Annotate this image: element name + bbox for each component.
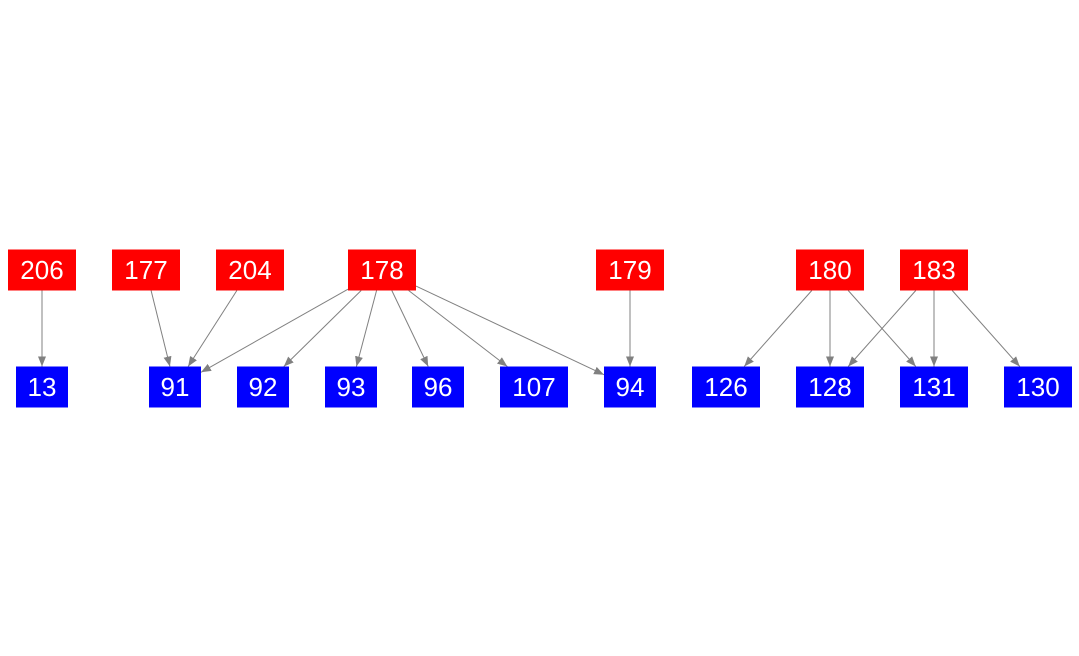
- node-206[interactable]: 206: [8, 249, 76, 291]
- node-label: 179: [608, 255, 651, 285]
- node-183[interactable]: 183: [900, 249, 968, 291]
- node-204[interactable]: 204: [216, 249, 284, 291]
- node-box: [325, 366, 377, 408]
- edges-layer: [38, 285, 1021, 376]
- node-label: 206: [20, 255, 63, 285]
- node-label: 131: [912, 372, 955, 402]
- node-label: 107: [512, 372, 555, 402]
- node-126[interactable]: 126: [692, 366, 760, 408]
- node-box: [796, 249, 864, 291]
- edge-180-to-126: [743, 290, 813, 367]
- node-94[interactable]: 94: [604, 366, 656, 408]
- node-label: 130: [1016, 372, 1059, 402]
- node-box: [16, 366, 68, 408]
- node-label: 204: [228, 255, 271, 285]
- node-93[interactable]: 93: [325, 366, 377, 408]
- node-box: [237, 366, 289, 408]
- node-label: 178: [360, 255, 403, 285]
- edge-178-to-91: [200, 288, 349, 373]
- node-label: 126: [704, 372, 747, 402]
- node-label: 93: [337, 372, 366, 402]
- node-box: [112, 249, 180, 291]
- node-label: 180: [808, 255, 851, 285]
- node-box: [692, 366, 760, 408]
- node-13[interactable]: 13: [16, 366, 68, 408]
- node-label: 128: [808, 372, 851, 402]
- node-box: [900, 366, 968, 408]
- node-box: [796, 366, 864, 408]
- edge-178-to-93: [355, 290, 378, 367]
- node-96[interactable]: 96: [412, 366, 464, 408]
- edge-178-to-107: [408, 290, 508, 367]
- node-177[interactable]: 177: [112, 249, 180, 291]
- node-128[interactable]: 128: [796, 366, 864, 408]
- node-130[interactable]: 130: [1004, 366, 1072, 408]
- node-107[interactable]: 107: [500, 366, 568, 408]
- node-label: 177: [124, 255, 167, 285]
- edge-178-to-92: [283, 290, 362, 367]
- node-label: 92: [249, 372, 278, 402]
- node-179[interactable]: 179: [596, 249, 664, 291]
- node-180[interactable]: 180: [796, 249, 864, 291]
- node-box: [412, 366, 464, 408]
- edge-204-to-91: [187, 290, 238, 367]
- node-91[interactable]: 91: [149, 366, 201, 408]
- node-box: [149, 366, 201, 408]
- node-label: 94: [616, 372, 645, 402]
- node-label: 183: [912, 255, 955, 285]
- node-box: [500, 366, 568, 408]
- node-box: [1004, 366, 1072, 408]
- node-box: [900, 249, 968, 291]
- edge-178-to-96: [391, 290, 429, 367]
- node-box: [596, 249, 664, 291]
- node-92[interactable]: 92: [237, 366, 289, 408]
- node-178[interactable]: 178: [348, 249, 416, 291]
- node-131[interactable]: 131: [900, 366, 968, 408]
- node-box: [604, 366, 656, 408]
- node-box: [8, 249, 76, 291]
- edge-183-to-128: [847, 290, 917, 367]
- edge-183-to-130: [951, 290, 1021, 367]
- node-label: 96: [424, 372, 453, 402]
- node-label: 91: [161, 372, 190, 402]
- node-box: [216, 249, 284, 291]
- edge-178-to-94: [415, 285, 605, 376]
- edge-177-to-91: [150, 290, 172, 367]
- node-box: [348, 249, 416, 291]
- nodes-layer: 206 177 204 178 179 180 183 13 91 92 93 96 107 94 126 1…: [8, 249, 1072, 408]
- node-label: 13: [28, 372, 57, 402]
